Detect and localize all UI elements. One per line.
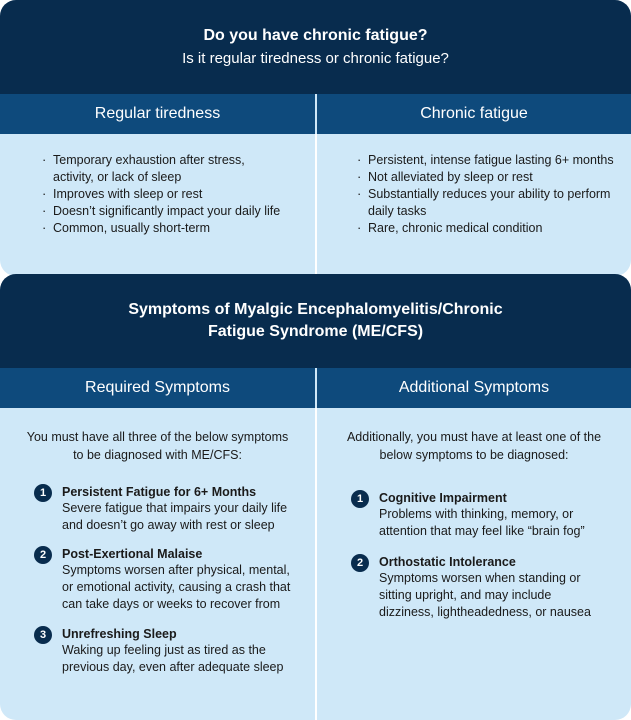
- number-badge-icon: 1: [34, 484, 52, 502]
- comparison-subtitle: Is it regular tiredness or chronic fatig…: [182, 50, 449, 67]
- additional-symptoms-intro: Additionally, you must have at least one…: [346, 430, 602, 462]
- symptom-title: Cognitive Impairment: [379, 491, 507, 505]
- tiredness-comparison-card: Do you have chronic fatigue? Is it regul…: [0, 0, 631, 276]
- symptoms-title: Symptoms of Myalgic Encephalomyelitis/Ch…: [128, 301, 503, 340]
- number-badge-icon: 2: [34, 546, 52, 564]
- chronic-fatigue-heading: Chronic fatigue: [317, 94, 631, 134]
- symptom-title: Post-Exertional Malaise: [62, 547, 203, 561]
- regular-tiredness-heading: Regular tiredness: [0, 94, 315, 134]
- symptom-description: Symptoms worsen after physical, mental, …: [62, 563, 291, 611]
- chronic-fatigue-column: Persistent, intense fatigue lasting 6+ m…: [317, 134, 631, 276]
- list-item: Common, usually short-term: [42, 219, 282, 237]
- comparison-column-headers: Regular tiredness Chronic fatigue: [0, 94, 631, 134]
- list-item: Doesn’t significantly impact your daily …: [42, 202, 282, 220]
- required-symptoms-column: You must have all three of the below sym…: [0, 408, 315, 720]
- number-badge-icon: 3: [34, 626, 52, 644]
- list-item: Temporary exhaustion after stress, activ…: [42, 151, 282, 186]
- comparison-columns: Temporary exhaustion after stress, activ…: [0, 134, 631, 276]
- number-badge-icon: 2: [351, 554, 369, 572]
- symptom-title: Persistent Fatigue for 6+ Months: [62, 485, 257, 499]
- symptoms-header: Symptoms of Myalgic Encephalomyelitis/Ch…: [0, 274, 631, 368]
- comparison-header: Do you have chronic fatigue? Is it regul…: [0, 0, 631, 94]
- regular-tiredness-column: Temporary exhaustion after stress, activ…: [0, 134, 315, 276]
- symptom-description: Waking up feeling just as tired as the p…: [62, 643, 284, 674]
- additional-symptoms-heading: Additional Symptoms: [317, 368, 631, 408]
- list-item: Persistent, intense fatigue lasting 6+ m…: [357, 151, 617, 169]
- additional-symptoms-column: Additionally, you must have at least one…: [317, 408, 631, 720]
- symptom-title: Unrefreshing Sleep: [62, 627, 177, 641]
- number-badge-icon: 1: [351, 490, 369, 508]
- chronic-fatigue-list: Persistent, intense fatigue lasting 6+ m…: [357, 151, 617, 237]
- symptom-description: Severe fatigue that impairs your daily l…: [62, 501, 288, 532]
- symptom-description: Problems with thinking, memory, or atten…: [379, 507, 585, 538]
- list-item: Substantially reduces your ability to pe…: [357, 185, 617, 220]
- column-divider: [315, 408, 317, 720]
- symptom-description: Symptoms worsen when standing or sitting…: [379, 571, 591, 619]
- list-item: Not alleviated by sleep or rest: [357, 168, 617, 186]
- comparison-title: Do you have chronic fatigue?: [203, 27, 428, 44]
- required-symptoms-heading: Required Symptoms: [0, 368, 315, 408]
- symptom-title: Orthostatic Intolerance: [379, 555, 516, 569]
- regular-tiredness-list: Temporary exhaustion after stress, activ…: [42, 151, 282, 237]
- symptoms-column-headers: Required Symptoms Additional Symptoms: [0, 368, 631, 408]
- column-divider: [315, 134, 317, 276]
- symptoms-columns: You must have all three of the below sym…: [0, 408, 631, 720]
- list-item: Improves with sleep or rest: [42, 185, 282, 203]
- required-symptoms-intro: You must have all three of the below sym…: [26, 430, 289, 462]
- mecfs-symptoms-card: Symptoms of Myalgic Encephalomyelitis/Ch…: [0, 274, 631, 720]
- list-item: Rare, chronic medical condition: [357, 219, 617, 237]
